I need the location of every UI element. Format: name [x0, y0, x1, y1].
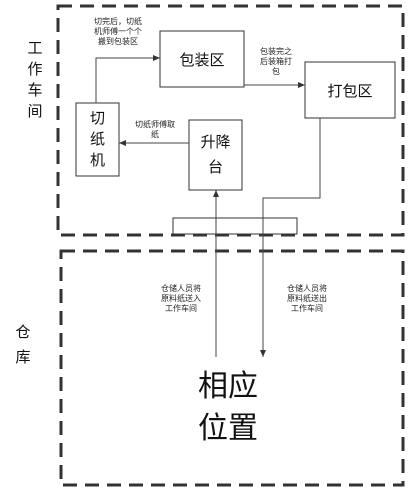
baling-area-label: 打包区 [327, 81, 373, 100]
cutter-box [75, 102, 120, 177]
cutter-label: 切 纸 机 [89, 109, 105, 169]
annotation-fetch-paper: 切纸师傅取 纸 [135, 120, 175, 139]
packaging-area-box [159, 30, 245, 88]
arrow-baling-to-position [260, 118, 321, 357]
warehouse-label: 仓 库 [15, 323, 31, 366]
annotation-packed-to-baling: 包装完之 后装箱打 包 [260, 47, 292, 76]
lift-label: 升降 台 [200, 133, 231, 176]
lift-shaft [172, 217, 298, 235]
warehouse-region [59, 249, 405, 487]
annotation-send-out: 仓储人员将 原料纸送出 工作车间 [287, 284, 327, 313]
workshop-label: 工 作 车 间 [27, 39, 43, 120]
packaging-area-label: 包装区 [179, 50, 225, 69]
annotation-send-in: 仓储人员将 原料纸送入 工作车间 [161, 284, 201, 313]
baling-area-box [304, 61, 396, 119]
position-label: 相应 位置 [198, 369, 258, 446]
annotation-cut-to-packaging: 切完后，切纸 机师傅一个个 搬到包装区 [94, 17, 142, 46]
arrow-cutter-to-packaging [95, 55, 160, 103]
